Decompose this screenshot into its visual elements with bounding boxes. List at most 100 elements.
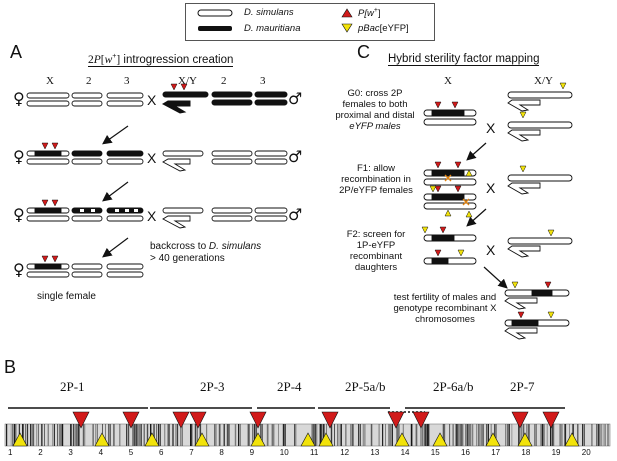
chromosome-band <box>113 424 115 446</box>
red-marker <box>122 411 140 429</box>
chromosome-band <box>396 424 398 446</box>
chromosome-band <box>260 424 262 446</box>
chromosome-band <box>110 424 111 446</box>
chromosome-band <box>319 424 322 446</box>
chromosome-band <box>583 424 585 446</box>
band-number: 16 <box>461 448 470 457</box>
yellow-marker <box>432 432 448 447</box>
row2-red-markers <box>41 142 59 150</box>
chromosome-band <box>550 424 552 446</box>
chromosome-band <box>410 424 413 446</box>
yellow-marker <box>318 432 334 447</box>
band-number: 6 <box>159 448 164 457</box>
chromosome-band <box>313 424 315 446</box>
chromosome-band <box>82 424 85 446</box>
chromosome-band <box>73 424 75 446</box>
chromosome-band <box>314 424 316 446</box>
chromosome-band <box>529 424 530 446</box>
chromosome-band <box>582 424 584 446</box>
yellow-marker <box>394 432 410 447</box>
male-symbol: ♂ <box>288 147 303 166</box>
female-symbol: ♀ <box>13 89 25 108</box>
panel-a-letter: A <box>10 42 23 62</box>
chromosome-band <box>58 424 61 446</box>
chromosome-band <box>340 424 342 446</box>
chromosome-band <box>322 424 325 446</box>
chromosome-band <box>460 424 462 446</box>
chromosome-band <box>182 424 183 446</box>
red-marker <box>72 411 90 429</box>
yellow-marker <box>485 432 501 447</box>
chromosome-band <box>194 424 196 446</box>
red-marker <box>511 411 529 429</box>
chromosome-band <box>218 424 221 446</box>
chromosome-band <box>92 424 94 446</box>
row4-red-markers <box>41 255 59 263</box>
yellow-marker <box>12 432 28 447</box>
chromosome-band <box>359 424 361 446</box>
chromosome-band <box>449 424 451 446</box>
chromosome-band <box>391 424 393 446</box>
chromosome-band <box>167 424 169 446</box>
chromosome-band <box>604 424 606 446</box>
chromosome-band <box>591 424 593 446</box>
chromosome-band <box>470 424 471 446</box>
panel-c-title: Hybrid sterility factor mapping <box>388 53 540 66</box>
chromosome-band <box>70 424 72 446</box>
backcross-line1: backcross to D. simulans <box>150 241 262 252</box>
chromosome-band <box>215 424 217 446</box>
yellow-marker <box>300 432 316 447</box>
chromosome-band <box>284 424 286 446</box>
recombination-marks <box>444 174 470 206</box>
red-marker <box>189 411 207 429</box>
chromosome-band <box>22 424 24 446</box>
chromosome-band <box>156 424 158 446</box>
row3-red-markers <box>41 199 59 207</box>
chrom-header-2m: 2 <box>221 75 227 87</box>
chromosome-band <box>57 424 58 446</box>
cross-symbol: X <box>486 120 496 136</box>
chromosome-band <box>345 424 347 446</box>
band-number: 1 <box>8 448 13 457</box>
legend-simulans: D. simulans <box>244 7 294 18</box>
male-symbol: ♂ <box>288 89 303 108</box>
chromosome-band <box>321 424 323 446</box>
chromosome-band <box>428 424 430 446</box>
chromosome-band <box>273 424 275 446</box>
chromosome-band <box>351 424 353 446</box>
chromosome-band <box>177 424 179 446</box>
yellow-marker <box>517 432 533 447</box>
chromosome-band <box>266 424 269 446</box>
cross-symbol: X <box>486 242 496 258</box>
chromosome-band <box>60 424 62 446</box>
chromosome-band <box>105 424 106 446</box>
band-number: 14 <box>400 448 410 457</box>
band-number: 10 <box>279 448 289 457</box>
chromosome-band <box>180 424 182 446</box>
chromosome-band <box>334 424 335 446</box>
chromosome-band <box>519 424 521 446</box>
legend-swatches <box>197 8 353 33</box>
band-number: 5 <box>128 448 134 457</box>
chromosome-band <box>479 424 481 446</box>
chromosome-band <box>338 424 340 446</box>
chromosome-band <box>577 424 579 446</box>
map-label-2p-1: 2P-1 <box>60 379 85 394</box>
band-number: 3 <box>68 448 73 457</box>
chromosome-band <box>295 424 297 446</box>
chromosome-band <box>30 424 31 446</box>
chromosome-band <box>254 424 256 446</box>
chromosome-band <box>476 424 478 446</box>
chromosome-band <box>362 424 364 446</box>
chromosome-band <box>14 424 16 446</box>
panel-a-row4 <box>26 263 144 278</box>
chromosome-band <box>172 424 174 446</box>
chromosome-band <box>364 424 366 446</box>
chromosome-band <box>146 424 149 446</box>
band-number: 11 <box>310 448 319 457</box>
chromosome-band <box>455 424 457 446</box>
introgression-segments <box>8 407 565 413</box>
chromosome-band <box>378 424 380 446</box>
chromosome-band <box>330 424 333 446</box>
chromosome-band <box>487 424 489 446</box>
